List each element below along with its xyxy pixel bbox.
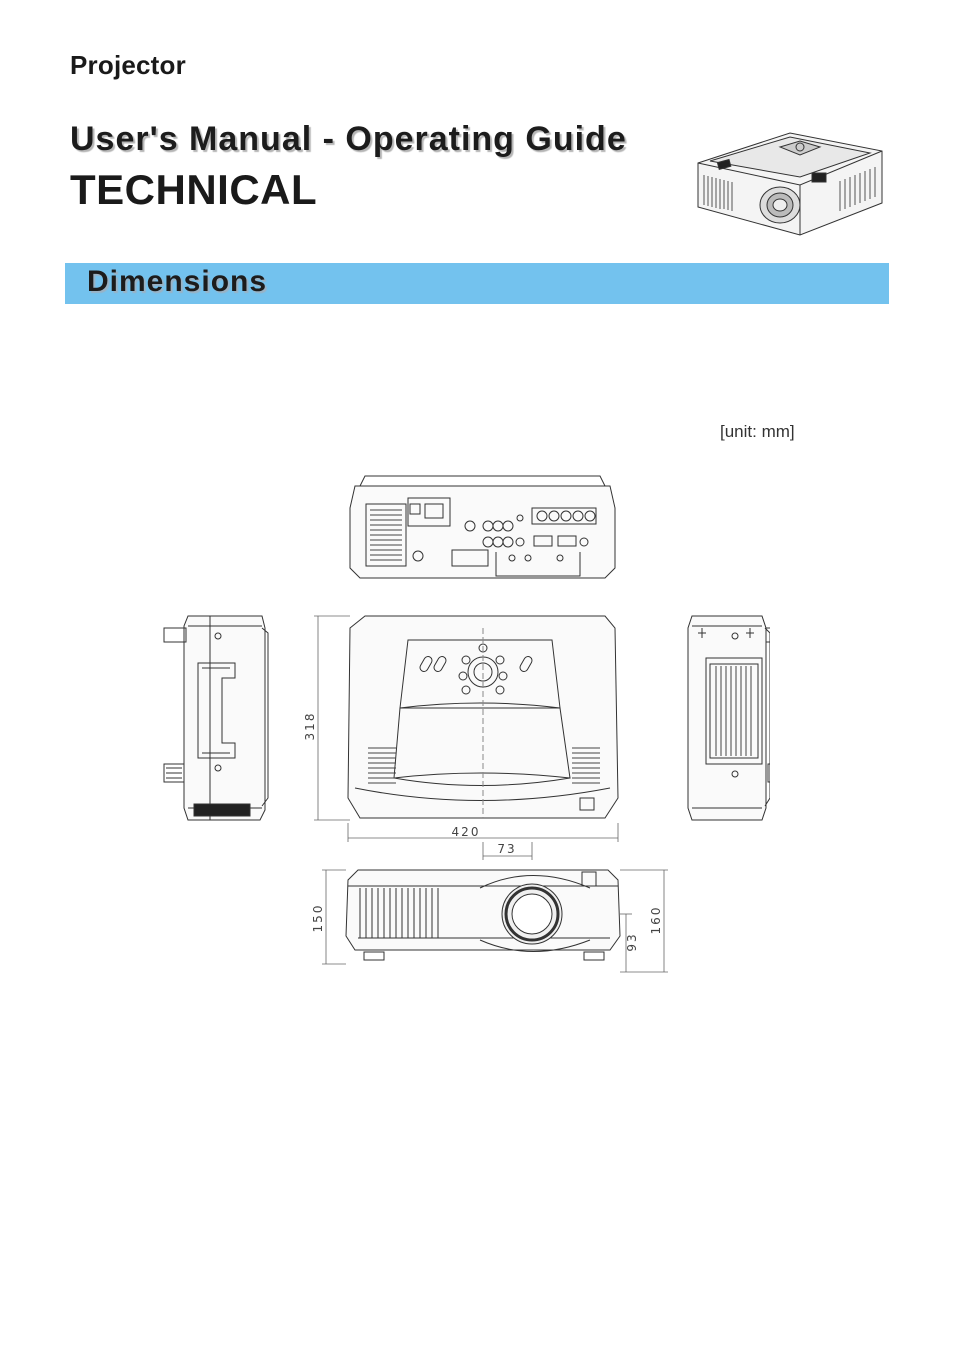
dim-depth-label: 318	[303, 712, 317, 741]
unit-note: [unit: mm]	[720, 422, 795, 441]
left-side-view	[163, 615, 269, 821]
dim-lens-height-label: 93	[625, 932, 639, 951]
manual-title: User's Manual - Operating Guide	[70, 120, 627, 158]
section-title: Dimensions	[87, 265, 268, 298]
right-side-view	[687, 615, 770, 821]
top-view	[347, 615, 619, 819]
rear-view	[349, 475, 616, 579]
doc-label: Projector	[70, 50, 186, 80]
projector-hero-image	[697, 132, 883, 236]
dim-height-body-label: 150	[311, 904, 325, 933]
manual-subtitle: TECHNICAL	[70, 166, 318, 213]
dimension-drawing: 318 420 73 150 160 93	[163, 475, 770, 973]
dim-width-label: 420	[452, 825, 481, 839]
dim-height-total-label: 160	[649, 906, 663, 935]
front-view	[345, 869, 621, 961]
section-header-bar: Dimensions	[65, 263, 889, 304]
dim-lens-offset-label: 73	[497, 842, 516, 856]
